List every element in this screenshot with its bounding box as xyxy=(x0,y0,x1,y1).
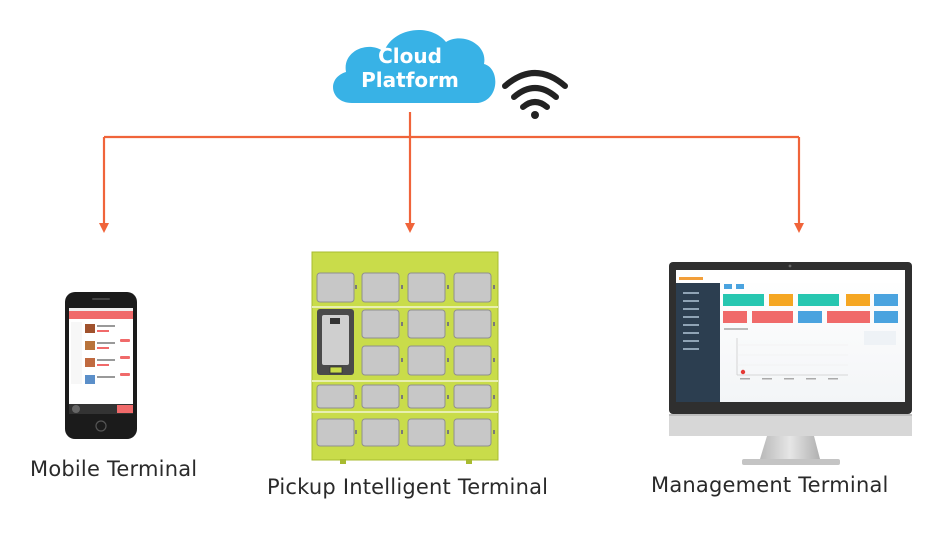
mobile-terminal-label: Mobile Terminal xyxy=(30,457,198,481)
phone-order-list xyxy=(71,322,130,384)
connection-lines xyxy=(99,112,804,233)
dashboard-preview xyxy=(676,274,905,402)
cloud-platform-label-line2: Platform xyxy=(361,68,459,92)
management-terminal-label: Management Terminal xyxy=(651,473,889,497)
cloud-icon xyxy=(333,29,496,104)
smartphone-icon xyxy=(65,292,137,439)
monitor-icon xyxy=(669,262,912,465)
pickup-intelligent-terminal-label: Pickup Intelligent Terminal xyxy=(267,475,549,499)
locker-icon xyxy=(311,251,499,464)
cloud-platform-label-line1: Cloud xyxy=(378,44,442,68)
wifi-icon xyxy=(502,70,568,119)
